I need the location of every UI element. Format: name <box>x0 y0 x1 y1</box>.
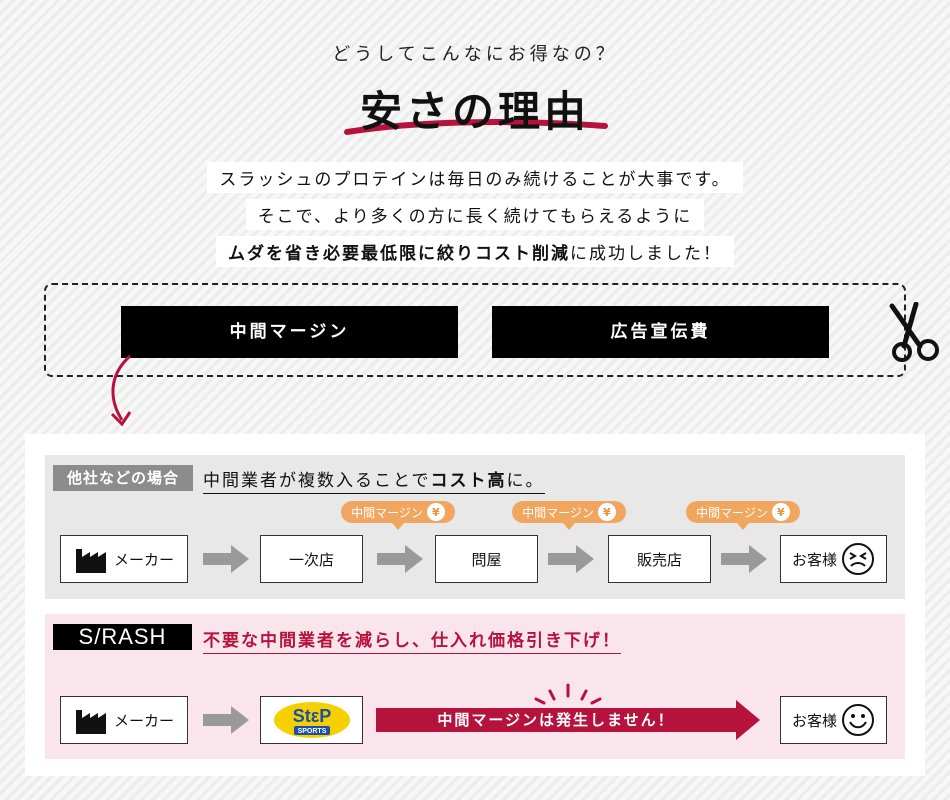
flow-arrow-icon <box>203 545 249 573</box>
others-node-retailer: 販売店 <box>608 535 711 583</box>
smile-face-icon <box>842 704 874 736</box>
intro-line-3: ムダを省き必要最低限に絞りコスト削減に成功しました！ <box>0 236 950 267</box>
intro-line-2: そこで、より多くの方に長く続けてもらえるように <box>0 199 950 230</box>
margin-badge: 中間マージン¥ <box>341 501 455 530</box>
flow-arrow-icon <box>203 706 249 734</box>
yen-icon: ¥ <box>426 503 445 521</box>
others-heading: 中間業者が複数入ることでコスト高に。 <box>203 466 545 494</box>
section-subtitle: どうしてこんなにお得なの？ <box>332 44 618 65</box>
factory-icon <box>75 549 106 573</box>
intro-line-3-bold: ムダを省き必要最低限に絞りコスト削減 <box>228 244 570 264</box>
sparkle-icon <box>534 683 602 705</box>
section-title: 安さの理由 <box>359 87 590 136</box>
sad-face-icon <box>842 543 874 575</box>
yen-icon: ¥ <box>597 503 616 521</box>
direct-arrow-icon <box>376 700 760 740</box>
step-sports-logo: StεP SPORTS <box>273 702 350 738</box>
cut-item-advertising: 広告宣伝費 <box>492 306 829 358</box>
cut-line-box <box>44 283 906 377</box>
others-node-customer: お客様 <box>780 535 887 583</box>
title-brush-underline <box>344 119 608 135</box>
cut-item-margin: 中間マージン <box>121 306 458 358</box>
svg-text:SPORTS: SPORTS <box>297 728 326 735</box>
slash-brand-logo: S/RASH <box>53 624 192 650</box>
yen-icon: ¥ <box>771 503 790 521</box>
flow-arrow-icon <box>721 545 767 573</box>
others-node-primary: 一次店 <box>260 535 363 583</box>
flow-arrow-icon <box>377 545 423 573</box>
factory-icon <box>75 710 106 734</box>
intro-line-1: スラッシュのプロテインは毎日のみ続けることが大事です。 <box>0 162 950 193</box>
others-tag: 他社などの場合 <box>53 465 193 491</box>
scissors-icon <box>889 302 939 362</box>
others-node-wholesaler: 問屋 <box>435 535 538 583</box>
slash-node-customer: お客様 <box>780 696 887 744</box>
slash-node-maker: メーカー <box>60 696 188 744</box>
slash-heading: 不要な中間業者を減らし、仕入れ価格引き下げ！ <box>203 626 621 654</box>
slash-node-step: StεP SPORTS <box>260 696 363 744</box>
margin-badge: 中間マージン¥ <box>686 501 800 530</box>
margin-badge: 中間マージン¥ <box>512 501 626 530</box>
direct-arrow-label: 中間マージンは発生しません！ <box>437 711 675 729</box>
svg-text:StεP: StεP <box>292 706 331 726</box>
others-node-maker: メーカー <box>60 535 188 583</box>
intro-line-3-rest: に成功しました！ <box>570 244 722 264</box>
curved-arrow-icon <box>110 354 132 427</box>
flow-arrow-icon <box>548 545 594 573</box>
